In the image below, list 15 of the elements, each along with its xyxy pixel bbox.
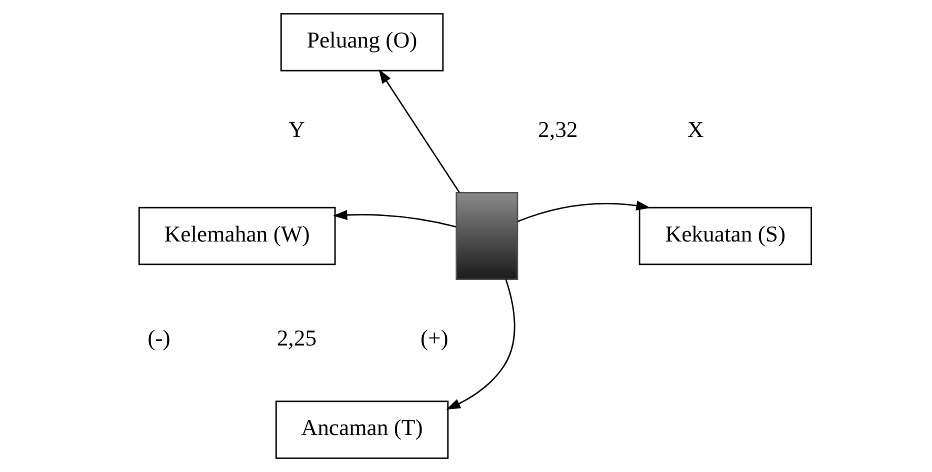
label: X [687, 117, 704, 142]
label: 2,25 [276, 326, 317, 351]
arrow [446, 279, 516, 410]
node-box: Peluang (O) [280, 13, 444, 72]
label: Y [288, 117, 305, 142]
node-box: Kekuatan (S) [638, 206, 812, 266]
arrow [333, 210, 456, 228]
arrow [378, 69, 460, 193]
node-box: Ancaman (T) [275, 400, 449, 459]
label: (-) [148, 326, 170, 351]
node-box: Kelemahan (W) [138, 206, 336, 266]
node-box [456, 192, 518, 280]
label: (+) [420, 326, 448, 351]
arrow [517, 200, 650, 222]
label: 2,32 [538, 117, 578, 142]
